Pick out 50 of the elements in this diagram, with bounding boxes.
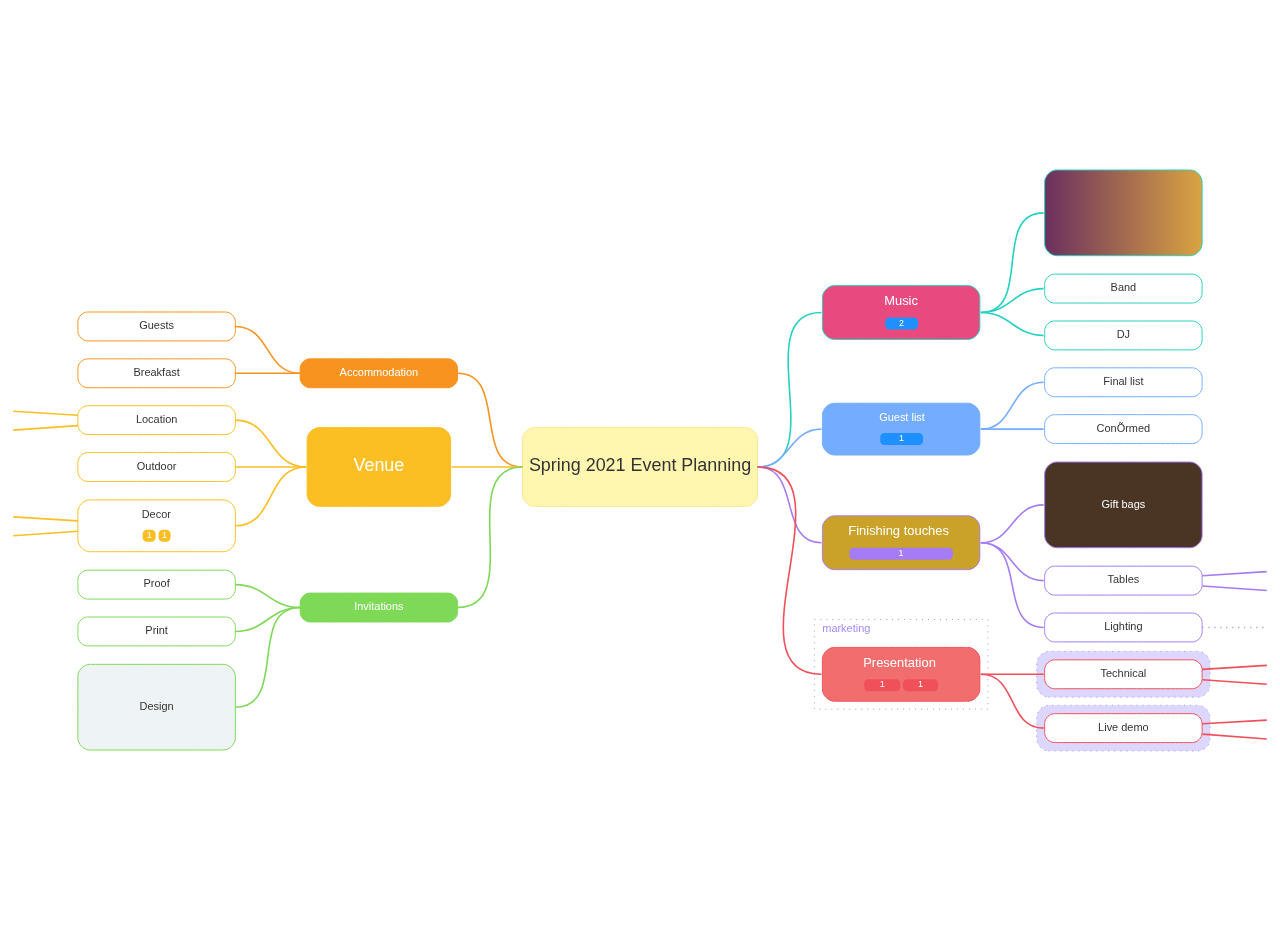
connector xyxy=(980,311,1045,336)
connector xyxy=(234,465,307,527)
node-box: DJ xyxy=(1044,320,1203,350)
connector xyxy=(980,673,1045,729)
node-box: Technical xyxy=(1044,658,1203,689)
connector xyxy=(12,409,79,416)
connector xyxy=(456,465,524,608)
node-box: Guests xyxy=(77,311,236,341)
connector xyxy=(1201,678,1268,685)
node-picture xyxy=(1044,169,1203,256)
node-box: Presentation 1 1 xyxy=(821,646,981,702)
connector xyxy=(234,372,301,374)
connector xyxy=(1201,570,1268,576)
connector xyxy=(980,541,1045,628)
node-box: Gift bags xyxy=(1044,461,1203,548)
connector xyxy=(1201,718,1268,725)
connector xyxy=(980,427,1045,430)
node-box: Band xyxy=(1044,273,1203,304)
connector xyxy=(980,673,1045,675)
node-box: ConÕrmed xyxy=(1044,413,1203,444)
connector xyxy=(1201,584,1268,591)
node-box: Breakfast xyxy=(77,357,236,388)
node-box: Lighting xyxy=(1044,612,1203,642)
connector xyxy=(1201,732,1268,740)
node-box: Finishing touches 1 xyxy=(821,514,981,570)
node-box: Location xyxy=(77,404,236,435)
node-box: Proof xyxy=(77,569,236,600)
node-box: Guest list 1 xyxy=(821,402,981,456)
node-box: Design xyxy=(77,663,236,751)
connector xyxy=(980,381,1045,430)
connector xyxy=(12,529,79,537)
cluster xyxy=(1036,650,1211,698)
node-box: Music 2 xyxy=(821,284,981,340)
connector xyxy=(234,325,301,374)
connector xyxy=(756,465,823,675)
node-box: Live demo xyxy=(1044,712,1203,743)
cluster xyxy=(1036,704,1211,752)
node-box: Print xyxy=(77,616,236,646)
node-box: Invitations xyxy=(299,592,459,622)
node-box: Final list xyxy=(1044,366,1203,397)
node-box: Spring 2021 Event Planning xyxy=(521,426,759,507)
node-box: Outdoor xyxy=(77,451,236,482)
connector xyxy=(1201,664,1268,670)
connector xyxy=(12,515,79,522)
connector xyxy=(234,606,301,708)
node-box: Decor 1 1 xyxy=(77,498,236,552)
node-box: Accommodation xyxy=(299,357,459,388)
node-box: Venue xyxy=(306,426,452,507)
connector xyxy=(12,424,79,431)
node-box: Tables xyxy=(1044,565,1203,596)
